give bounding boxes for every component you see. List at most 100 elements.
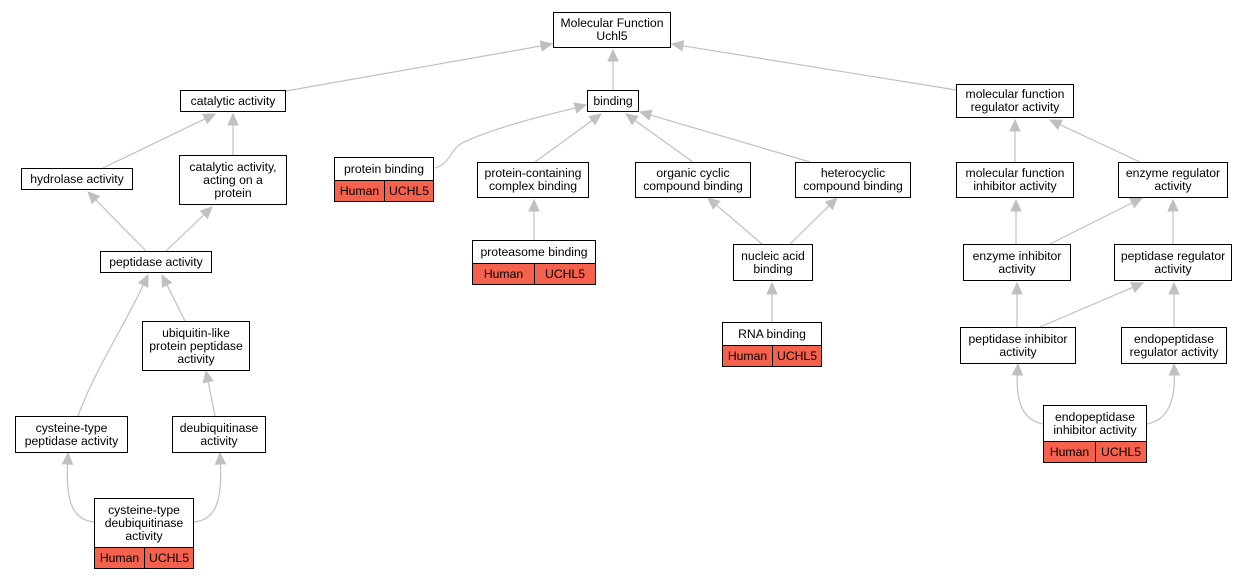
edge-peptidase-to-hydrolase <box>87 191 147 252</box>
arrow-head <box>137 273 149 288</box>
node-mf-inhibitor[interactable]: molecular function inhibitor activity <box>956 162 1074 198</box>
species-cell: Human <box>727 349 768 363</box>
edge-peptidase-inhibitor-to-enzyme-inhibitor <box>1011 281 1023 327</box>
node-ubl-peptidase[interactable]: ubiquitin-like protein peptidase activit… <box>142 321 250 371</box>
node-label: peptidase activity <box>109 254 203 269</box>
node-enzyme-inhibitor[interactable]: enzyme inhibitor activity <box>963 244 1071 281</box>
arrow-head <box>202 113 217 125</box>
edge-heterocyclic-to-binding <box>638 109 811 163</box>
edge-ubl-peptidase-to-peptidase <box>161 273 186 322</box>
edge-mf-inhibitor-to-mf-regulator <box>1009 118 1021 162</box>
arrow-head <box>199 206 213 220</box>
node-label: peptidase regulator activity <box>1120 248 1226 276</box>
node-label: nucleic acid binding <box>741 248 805 276</box>
edge-enzyme-regulator-to-mf-regulator <box>1048 119 1141 163</box>
node-catalytic[interactable]: catalytic activity <box>180 90 286 112</box>
edge-line <box>1016 374 1044 425</box>
edge-cysteine-peptidase-to-peptidase <box>77 273 149 417</box>
node-label: peptidase inhibitor activity <box>968 331 1068 359</box>
edge-cysteine-deubiquitinase-to-deubiquitinase <box>193 451 227 523</box>
node-peptidase-regulator[interactable]: peptidase regulator activity <box>1114 244 1232 281</box>
node-hydrolase[interactable]: hydrolase activity <box>21 168 133 190</box>
node-label: ubiquitin-like protein peptidase activit… <box>149 325 243 366</box>
gene-cell: UCHL5 <box>534 264 595 284</box>
arrow-head <box>588 113 602 126</box>
edge-mf-regulator-to-root <box>670 40 957 91</box>
node-label: binding <box>593 93 633 108</box>
edge-line <box>285 45 542 92</box>
node-label: catalytic activity, acting on a protein <box>189 159 277 200</box>
node-peptidase-inhibitor[interactable]: peptidase inhibitor activity <box>960 327 1076 364</box>
node-label: endopeptidase regulator activity <box>1129 331 1219 359</box>
edge-line <box>650 114 811 163</box>
node-label: organic cyclic compound binding <box>643 166 743 193</box>
node-label: enzyme inhibitor activity <box>972 248 1062 276</box>
edge-deubiquitinase-to-ubl-peptidase <box>202 369 216 417</box>
node-label: deubiquitinase activity <box>179 420 259 448</box>
node-label: cysteine-type deubiquitinase activity <box>104 502 184 543</box>
node-nucleic-acid[interactable]: nucleic acid binding <box>733 244 813 281</box>
arrow-head <box>227 112 239 126</box>
species-cell: Human <box>339 184 380 198</box>
species-cell: Human <box>483 267 524 281</box>
edge-line <box>166 284 186 322</box>
node-organic-cyclic[interactable]: organic cyclic compound binding <box>635 162 751 198</box>
species-cell: Human <box>1049 445 1090 459</box>
arrow-head <box>607 48 619 62</box>
edge-line <box>1146 374 1175 425</box>
arrow-head <box>638 109 653 121</box>
edge-complex-binding-to-binding <box>534 113 602 163</box>
arrow-head <box>1168 362 1181 376</box>
node-complex-binding[interactable]: protein-containing complex binding <box>477 162 589 198</box>
arrow-head <box>1167 198 1179 212</box>
edge-cysteine-deubiquitinase-to-cysteine-peptidase <box>61 451 95 523</box>
node-mf-regulator[interactable]: molecular function regulator activity <box>956 84 1074 118</box>
edge-nucleic-acid-to-organic-cyclic <box>707 197 763 245</box>
node-cysteine-peptidase[interactable]: cysteine-type peptidase activity <box>15 416 128 453</box>
gene-cell: UCHL5 <box>144 548 193 568</box>
node-endopeptidase-regulator[interactable]: endopeptidase regulator activity <box>1121 327 1227 364</box>
node-label: Molecular Function Uchl5 <box>560 16 664 43</box>
gene-cell: UCHL5 <box>772 346 821 366</box>
node-peptidase[interactable]: peptidase activity <box>100 251 212 273</box>
node-cat-protein[interactable]: catalytic activity, acting on a protein <box>179 155 287 205</box>
arrow-head <box>766 281 778 295</box>
edge-catalytic-to-root <box>285 40 554 92</box>
node-label: proteasome binding <box>480 244 588 259</box>
node-enzyme-regulator[interactable]: enzyme regulator activity <box>1118 162 1228 198</box>
edge-binding-to-root <box>607 48 619 90</box>
node-label: catalytic activity <box>190 93 276 108</box>
node-label: molecular function regulator activity <box>965 87 1065 114</box>
edge-peptidase-inhibitor-to-peptidase-regulator <box>1039 282 1145 328</box>
edge-peptidase-to-cat-protein <box>165 206 213 252</box>
edge-enzyme-inhibitor-to-mf-inhibitor <box>1010 198 1022 244</box>
node-heterocyclic[interactable]: heterocyclic compound binding <box>795 162 911 198</box>
edge-peptidase-regulator-to-enzyme-regulator <box>1167 198 1179 244</box>
edge-line <box>434 107 576 169</box>
node-label: protein binding <box>344 161 424 176</box>
node-binding[interactable]: binding <box>587 90 639 112</box>
arrow-head <box>87 191 101 205</box>
edge-endopeptidase-inhibitor-to-peptidase-inhibitor <box>1011 362 1044 425</box>
node-label: endopeptidase inhibitor activity <box>1053 409 1137 437</box>
arrow-head <box>539 40 554 52</box>
species-cell: Human <box>99 551 140 565</box>
node-label: RNA binding <box>738 326 806 341</box>
edge-endopeptidase-inhibitor-to-endopeptidase-regulator <box>1146 362 1181 425</box>
edge-cat-protein-to-catalytic <box>227 112 239 155</box>
arrow-head <box>202 369 214 384</box>
arrow-head <box>1168 281 1180 295</box>
edge-endopeptidase-regulator-to-peptidase-regulator <box>1168 281 1180 327</box>
edge-line <box>66 463 95 523</box>
node-root[interactable]: Molecular Function Uchl5 <box>553 12 671 48</box>
node-deubiquitinase[interactable]: deubiquitinase activity <box>172 416 266 453</box>
edge-enzyme-inhibitor-to-enzyme-regulator <box>1049 197 1144 245</box>
arrow-head <box>61 451 74 465</box>
